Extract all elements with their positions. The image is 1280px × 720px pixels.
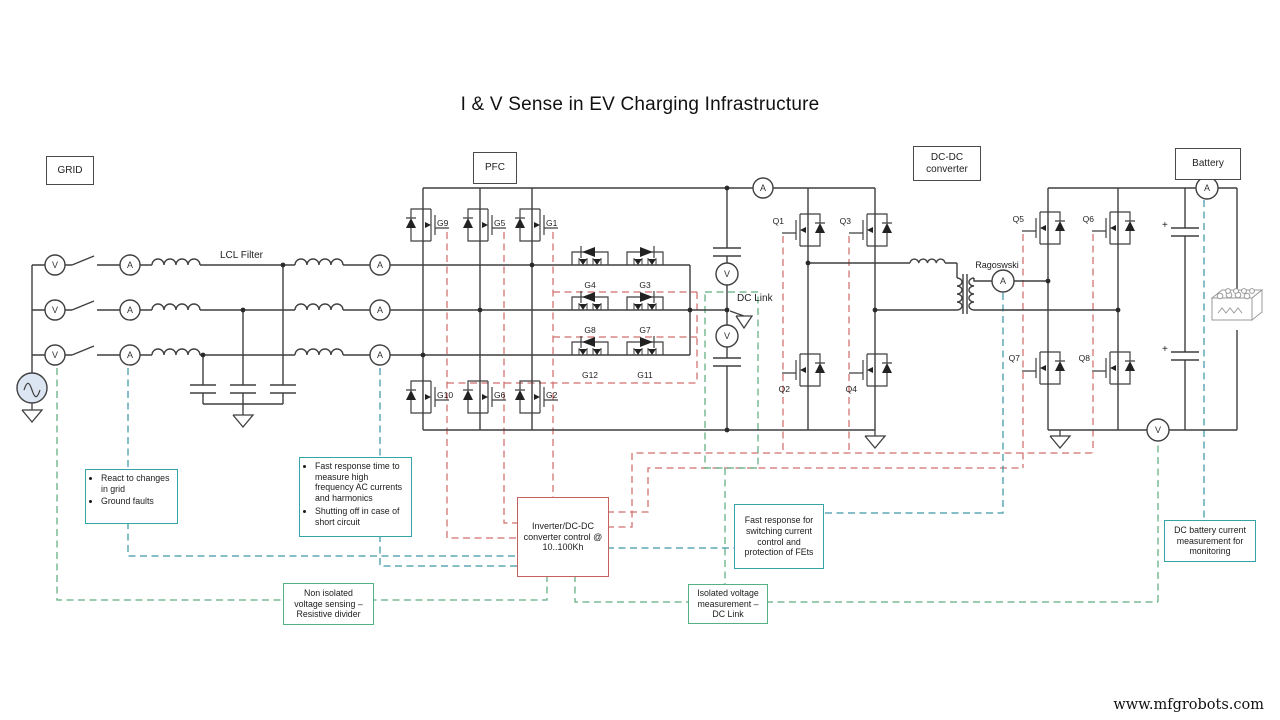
ammeter: A [752,177,774,199]
page-title: I & V Sense in EV Charging Infrastructur… [460,94,820,115]
svg-text:A: A [760,183,766,193]
svg-text:V: V [724,331,730,341]
lcl-filter-label: LCL Filter [220,250,264,261]
svg-text:G10: G10 [437,390,453,400]
svg-text:V: V [1155,425,1161,435]
rogowski-ammeter: A [991,269,1015,293]
svg-text:Q6: Q6 [1083,214,1095,224]
ammeter: A [369,299,391,321]
svg-text:G2: G2 [546,390,558,400]
svg-text:G1: G1 [546,218,558,228]
matrix-switches [571,245,664,356]
svg-text:V: V [52,350,58,360]
battery-section-label: Battery [1175,148,1241,180]
grid-sense-note: React to changes in grid Ground faults [85,469,178,524]
voltage-sense-dashed-lines [56,291,1159,603]
dcdc-converter-section-label: DC-DC converter [913,146,981,181]
svg-text:G4: G4 [584,280,596,290]
svg-text:A: A [1204,183,1210,193]
svg-text:A: A [377,260,383,270]
svg-text:G3: G3 [639,280,651,290]
ammeter: A [119,344,141,366]
ground-symbols [21,310,1072,450]
svg-text:A: A [127,260,133,270]
circuit-wires [31,187,1238,431]
svg-text:A: A [1000,276,1006,286]
svg-text:A: A [377,350,383,360]
watermark: www.mfgrobots.com [1113,697,1264,713]
voltmeter: V [1146,418,1170,442]
voltmeter: V [44,299,66,321]
ammeter: A [369,254,391,276]
current-sense-dashed-lines [127,200,1205,567]
svg-text:G7: G7 [639,325,651,335]
ammeter: A [119,254,141,276]
dc-link-label: DC Link [737,293,774,304]
svg-text:G6: G6 [494,390,506,400]
svg-text:Q4: Q4 [846,384,858,394]
svg-text:A: A [127,305,133,315]
ammeter: A [1195,176,1219,200]
svg-text:Q8: Q8 [1079,353,1091,363]
ammeter: A [369,344,391,366]
junction-dots [200,185,1121,433]
svg-text:V: V [52,260,58,270]
svg-text:Q5: Q5 [1013,214,1025,224]
voltmeter: V [715,262,739,286]
voltmeter: V [44,254,66,276]
cap-plus-label: + [1162,220,1168,231]
gate-labels: G9 G5 G1 G10 G6 G2 G4 G3 G8 G7 G12 G11 Q… [437,214,1094,400]
grid-section-label: GRID [46,156,94,185]
meters: V V V A A A A A A A V V A A V [44,176,1219,442]
gate-control-dashed-lines [446,232,1094,539]
battery-current-note: DC battery current measurement for monit… [1164,520,1256,562]
pfc-section-label: PFC [473,152,517,184]
svg-text:Q1: Q1 [773,216,785,226]
svg-text:G5: G5 [494,218,506,228]
ac-current-sense-note: Fast response time to measure high frequ… [299,457,412,537]
svg-text:G8: G8 [584,325,596,335]
svg-text:A: A [377,305,383,315]
converter-control-note: Inverter/DC-DC converter control @ 10..1… [517,497,609,577]
svg-text:Q7: Q7 [1009,353,1021,363]
svg-text:Q2: Q2 [779,384,791,394]
non-isolated-sensing-note: Non isolated voltage sensing – Resistive… [283,583,374,625]
svg-text:G12: G12 [582,370,598,380]
ammeter: A [119,299,141,321]
battery-terminal-icon [1210,288,1264,322]
voltmeter: V [44,344,66,366]
isolated-measurement-note: Isolated voltage measurement – DC Link [688,584,768,624]
cap-plus-label: + [1162,344,1168,355]
svg-text:V: V [52,305,58,315]
svg-text:Q3: Q3 [840,216,852,226]
fet-protection-note: Fast response for switching current cont… [734,504,824,569]
rogowski-label: Ragoswski [975,260,1019,270]
ac-source-icon [16,372,48,404]
voltmeter: V [715,324,739,348]
svg-text:A: A [127,350,133,360]
svg-text:V: V [724,269,730,279]
svg-text:G9: G9 [437,218,449,228]
svg-text:G11: G11 [637,370,653,380]
